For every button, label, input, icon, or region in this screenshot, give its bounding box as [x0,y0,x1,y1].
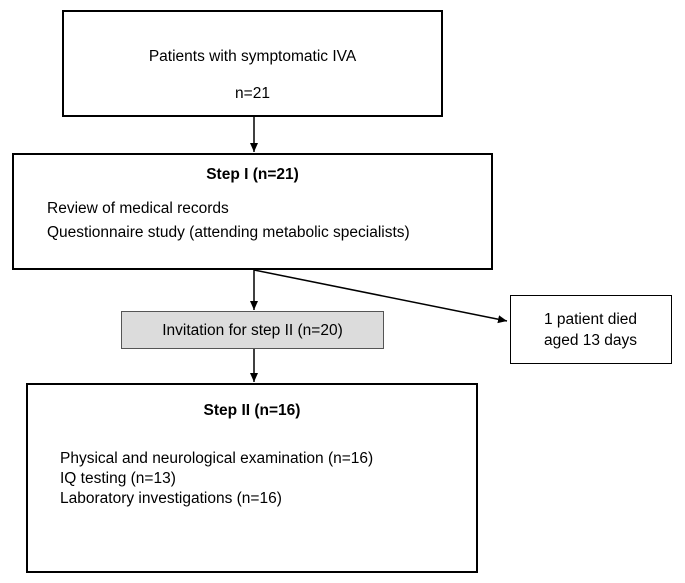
died-line1: 1 patient died [543,311,638,328]
step1-line-records: Review of medical records [47,200,229,217]
step2-line-iq: IQ testing (n=13) [60,470,176,487]
step1-line-questionnaire: Questionnaire study (attending metabolic… [47,224,410,241]
step2-line-lab: Laboratory investigations (n=16) [60,490,282,507]
died-line2: aged 13 days [543,332,638,349]
invitation-label: Invitation for step II (n=20) [162,322,343,339]
step2-line-examination: Physical and neurological examination (n… [60,450,374,467]
step1-title: Step I (n=21) [206,166,299,183]
patients-count: n=21 [235,85,270,102]
patients-box: Patients with symptomatic IVA n=21 [62,10,443,117]
died-box: 1 patient died aged 13 days [510,295,672,364]
arrow-step1-to-died [253,269,508,324]
step1-box: Step I (n=21) Review of medical records … [12,153,493,270]
invitation-box: Invitation for step II (n=20) [121,311,384,349]
step2-title: Step II (n=16) [203,402,301,419]
patients-label: Patients with symptomatic IVA [148,48,357,65]
step2-box: Step II (n=16) Physical and neurological… [26,383,478,573]
